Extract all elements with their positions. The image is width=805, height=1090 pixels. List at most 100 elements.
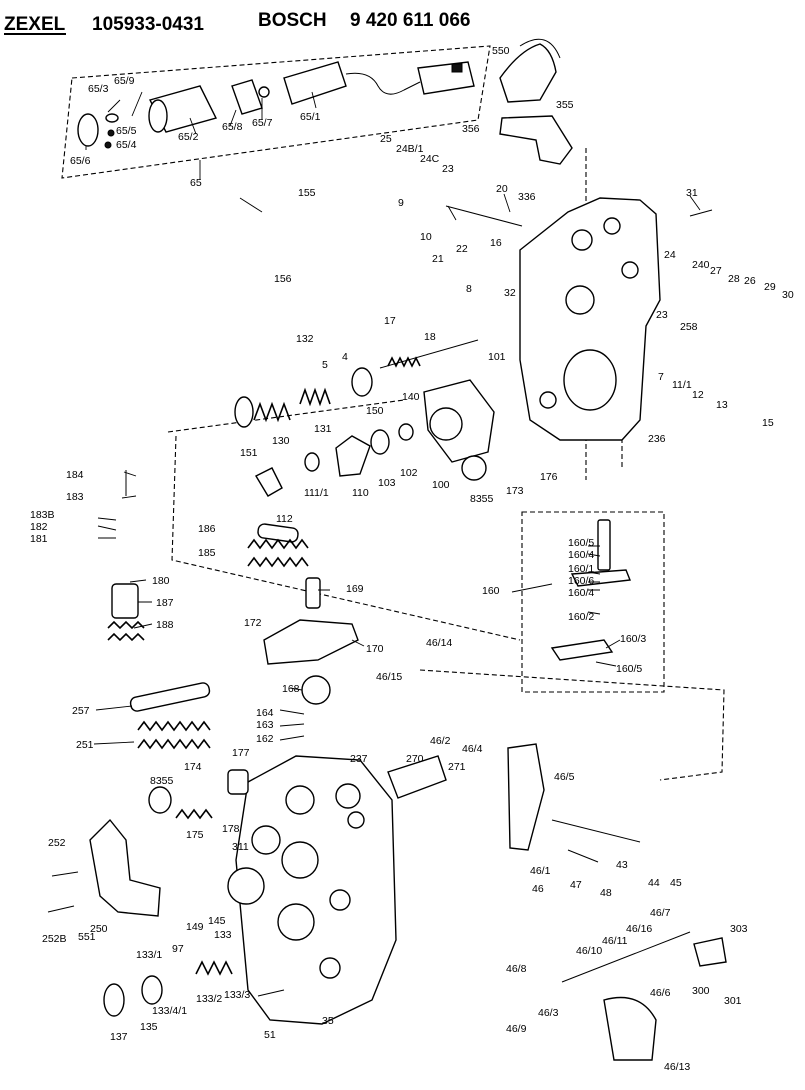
brand-text: ZEXEL [4, 14, 66, 35]
callout-label: 257 [72, 705, 90, 717]
callout-label: 65/2 [178, 131, 199, 143]
callout-label: 111/1 [304, 487, 329, 499]
part-65-sensor-assembly [77, 61, 475, 149]
callout-label: 156 [274, 273, 292, 285]
callout-label: 65/9 [114, 75, 135, 87]
group-box-65 [61, 45, 491, 179]
assembly-guide-lines [167, 399, 725, 781]
callout-label: 47 [570, 879, 582, 891]
callout-label: 65/6 [70, 155, 91, 167]
callout-label: 135 [140, 1021, 158, 1033]
callout-label: 110 [352, 487, 369, 499]
callout-label: 303 [730, 923, 748, 935]
callout-label: 236 [648, 433, 666, 445]
callout-label: 237 [350, 753, 368, 765]
callout-label: 46/4 [462, 743, 483, 755]
callout-label: 132 [296, 333, 314, 345]
callout-label: 18 [424, 331, 436, 343]
callout-label: 164 [256, 707, 274, 719]
callout-label: 184 [66, 469, 84, 481]
callout-label: 131 [314, 423, 332, 435]
callout-label: 258 [680, 321, 698, 333]
callout-label: 24 [664, 249, 676, 261]
callout-label: 65 [190, 177, 202, 189]
callout-label: 17 [384, 315, 396, 327]
callout-label: 46/3 [538, 1007, 559, 1019]
callout-label: 46/15 [376, 671, 402, 683]
callout-label: 133/1 [136, 949, 162, 961]
callout-label: 252B [42, 933, 67, 945]
callout-label: 46/7 [650, 907, 671, 919]
callout-label: 311 [232, 841, 249, 853]
callout-label: 188 [156, 619, 174, 631]
part-550-bracket [499, 38, 573, 165]
callout-label: 185 [198, 547, 216, 559]
callout-label: 168 [282, 683, 300, 695]
callout-label: 31 [686, 187, 698, 199]
callout-label: 133/4/1 [152, 1005, 187, 1017]
callout-label: 137 [110, 1031, 128, 1043]
callout-label: 28 [728, 273, 740, 285]
callout-label: 24B/1 [396, 143, 424, 155]
callout-label: 300 [692, 985, 710, 997]
callout-label: 160/4 [568, 587, 594, 599]
callout-label: 32 [504, 287, 516, 299]
callout-label: 46/10 [576, 945, 602, 957]
callout-label: 15 [762, 417, 774, 429]
callout-label: 240 [692, 259, 710, 271]
diagram-header: ZEXEL 105933-0431 BOSCH 9 420 611 066 [4, 10, 470, 35]
callout-label: 65/3 [88, 83, 109, 95]
callout-label: 30 [782, 289, 794, 301]
misc-parts [47, 205, 727, 1061]
callout-label: 16 [490, 237, 502, 249]
callout-label: 100 [432, 479, 450, 491]
callout-label: 130 [272, 435, 290, 447]
callout-label: 270 [406, 753, 424, 765]
callout-label: 271 [448, 761, 466, 773]
callout-label: 45 [670, 877, 682, 889]
callout-label: 145 [208, 915, 226, 927]
callout-label: 43 [616, 859, 628, 871]
callout-label: 65/1 [300, 111, 321, 123]
callout-label: 103 [378, 477, 396, 489]
maker-text: BOSCH [258, 10, 327, 31]
callout-label: 160/3 [620, 633, 646, 645]
callout-label: 252 [48, 837, 66, 849]
callout-label: 172 [244, 617, 262, 629]
callout-label: 46/1 [530, 865, 551, 877]
callout-label: 46/6 [650, 987, 671, 999]
callout-label: 133 [214, 929, 232, 941]
group-box-160 [521, 511, 665, 693]
callout-label: 46/9 [506, 1023, 527, 1035]
callout-label: 35 [322, 1015, 334, 1027]
callout-label: 8 [466, 283, 472, 295]
callout-label: 27 [710, 265, 722, 277]
callout-label: 356 [462, 123, 480, 135]
callout-label: 46/8 [506, 963, 527, 975]
callout-label: 13 [716, 399, 728, 411]
callout-label: 133/2 [196, 993, 222, 1005]
callout-label: 25 [380, 133, 392, 145]
callout-label: 24C [420, 153, 440, 165]
callout-label: 10 [420, 231, 432, 243]
callout-label: 149 [186, 921, 204, 933]
callout-label: 46/14 [426, 637, 452, 649]
callout-label: 355 [556, 99, 574, 111]
callout-label: 48 [600, 887, 612, 899]
part-number-text: 105933-0431 [92, 14, 204, 35]
callout-label: 336 [518, 191, 536, 203]
callout-label: 155 [298, 187, 316, 199]
callout-label: 180 [152, 575, 170, 587]
callout-label: 160/5 [568, 537, 594, 549]
callout-label: 160/2 [568, 611, 594, 623]
callout-label: 173 [506, 485, 524, 497]
callout-label: 46/2 [430, 735, 451, 747]
callout-label: 162 [256, 733, 274, 745]
callout-label: 160/4 [568, 549, 594, 561]
callout-label: 46 [532, 883, 544, 895]
callout-label: 46/16 [626, 923, 652, 935]
leader-lines [85, 91, 701, 745]
callout-label: 8355 [150, 775, 174, 787]
callout-label: 163 [256, 719, 274, 731]
callout-label: 9 [398, 197, 404, 209]
